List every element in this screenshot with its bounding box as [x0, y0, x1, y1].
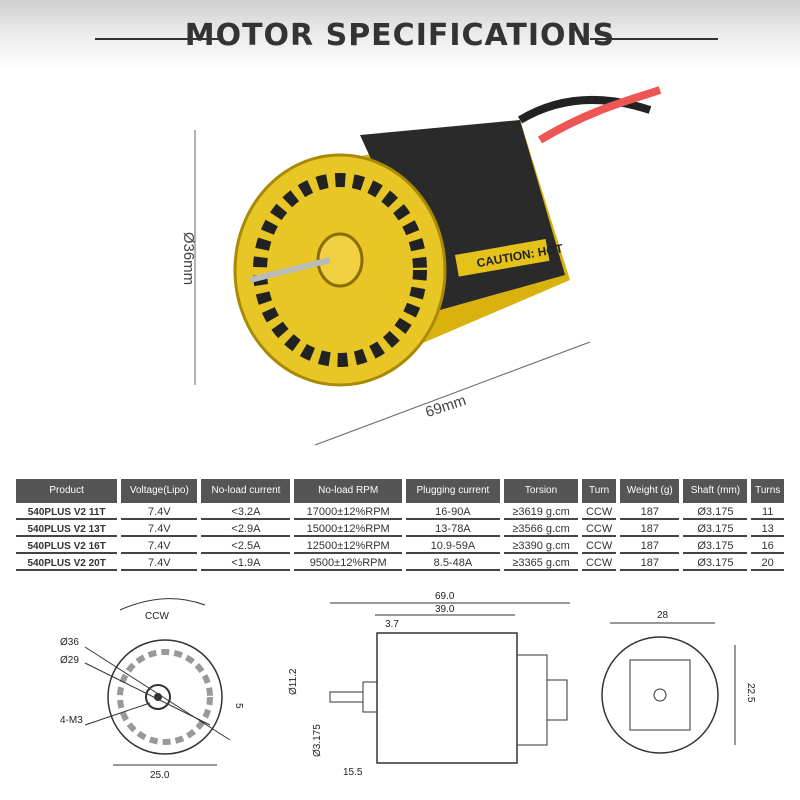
table-cell: 15000±12%RPM	[294, 523, 402, 537]
column-header: Shaft (mm)	[683, 479, 748, 503]
table-cell: <1.9A	[201, 557, 291, 571]
side-view: 69.0 39.0 3.7 Ø11.2 Ø3.175 15.5	[288, 591, 570, 778]
table-cell: Ø3.175	[683, 557, 748, 571]
column-header: Turn	[582, 479, 617, 503]
boss-diameter-label: Ø11.2	[288, 668, 299, 695]
rear-height-label: 22.5	[745, 683, 756, 703]
wire	[537, 86, 662, 144]
caution-badge	[455, 239, 550, 277]
rear-view: 28 22.5	[601, 610, 756, 754]
body-length-label: 39.0	[435, 604, 455, 615]
table-cell: 7.4V	[121, 523, 198, 537]
table-cell: ≥3566 g.cm	[503, 523, 579, 537]
front-view: CCW Ø36 Ø29 4-M3 5 25.0	[60, 598, 244, 781]
table-cell: 540PLUS V2 11T	[16, 506, 118, 520]
table-cell: 7.4V	[121, 506, 198, 520]
divider	[590, 38, 718, 40]
table-cell: 13	[751, 523, 784, 537]
table-cell: 8.5-48A	[405, 557, 500, 571]
column-header: No-load current	[201, 479, 291, 503]
table-cell: <2.5A	[201, 540, 291, 554]
offset-label: 5	[233, 703, 244, 709]
vent-holes	[253, 173, 427, 367]
table-cell: 187	[620, 557, 680, 571]
column-header: Torsion	[503, 479, 579, 503]
holes-label: 4-M3	[60, 715, 83, 726]
header-background	[0, 0, 800, 70]
table-cell: 20	[751, 557, 784, 571]
column-header: Product	[16, 479, 118, 503]
width-label: 25.0	[150, 770, 170, 781]
column-header: Turns	[751, 479, 784, 503]
column-header: Weight (g)	[620, 479, 680, 503]
table-cell: 12500±12%RPM	[294, 540, 402, 554]
outer-diameter-label: Ø36	[60, 637, 79, 648]
table-cell: CCW	[582, 506, 617, 520]
inner-diameter-label: Ø29	[60, 655, 79, 666]
shaft-extension-label: 15.5	[343, 767, 363, 778]
column-header: Plugging current	[405, 479, 500, 503]
table-cell: 10.9-59A	[405, 540, 500, 554]
rotation-label: CCW	[145, 611, 169, 622]
table-cell: 187	[620, 506, 680, 520]
technical-drawings: CCW Ø36 Ø29 4-M3 5 25.0 69.0 39.0 3.7 Ø1…	[60, 591, 756, 781]
shaft	[249, 257, 331, 283]
column-header: No-load RPM	[294, 479, 402, 503]
table-cell: 540PLUS V2 20T	[16, 557, 118, 571]
table-cell: CCW	[582, 540, 617, 554]
table-cell: Ø3.175	[683, 506, 748, 520]
table-cell: 540PLUS V2 13T	[16, 523, 118, 537]
table-cell: 540PLUS V2 16T	[16, 540, 118, 554]
table-cell: 7.4V	[121, 557, 198, 571]
table-cell: 16-90A	[405, 506, 500, 520]
wire	[517, 96, 652, 124]
table-cell: ≥3619 g.cm	[503, 506, 579, 520]
rear-width-label: 28	[657, 610, 669, 621]
motor-photo: CAUTION: HOT	[194, 86, 662, 446]
table-cell: 187	[620, 540, 680, 554]
shaft-diameter-label: Ø3.175	[312, 724, 323, 757]
table-cell: <3.2A	[201, 506, 291, 520]
table-cell: ≥3365 g.cm	[503, 557, 579, 571]
diameter-label: Ø36mm	[180, 231, 198, 286]
total-length-label: 69.0	[435, 591, 455, 602]
table-cell: 13-78A	[405, 523, 500, 537]
table-cell: Ø3.175	[683, 540, 748, 554]
table-cell: 11	[751, 506, 784, 520]
divider	[95, 38, 220, 40]
table-cell: ≥3390 g.cm	[503, 540, 579, 554]
page-title: MOTOR SPECIFICATIONS	[184, 18, 616, 53]
table-cell: CCW	[582, 557, 617, 571]
table-cell: 16	[751, 540, 784, 554]
table-cell: 9500±12%RPM	[294, 557, 402, 571]
table-cell: 17000±12%RPM	[294, 506, 402, 520]
table-cell: <2.9A	[201, 523, 291, 537]
column-header: Voltage(Lipo)	[121, 479, 198, 503]
table-cell: CCW	[582, 523, 617, 537]
table-cell: 7.4V	[121, 540, 198, 554]
table-cell: Ø3.175	[683, 523, 748, 537]
boss-length-label: 3.7	[385, 619, 399, 630]
table-cell: 187	[620, 523, 680, 537]
dim-line	[314, 341, 591, 446]
